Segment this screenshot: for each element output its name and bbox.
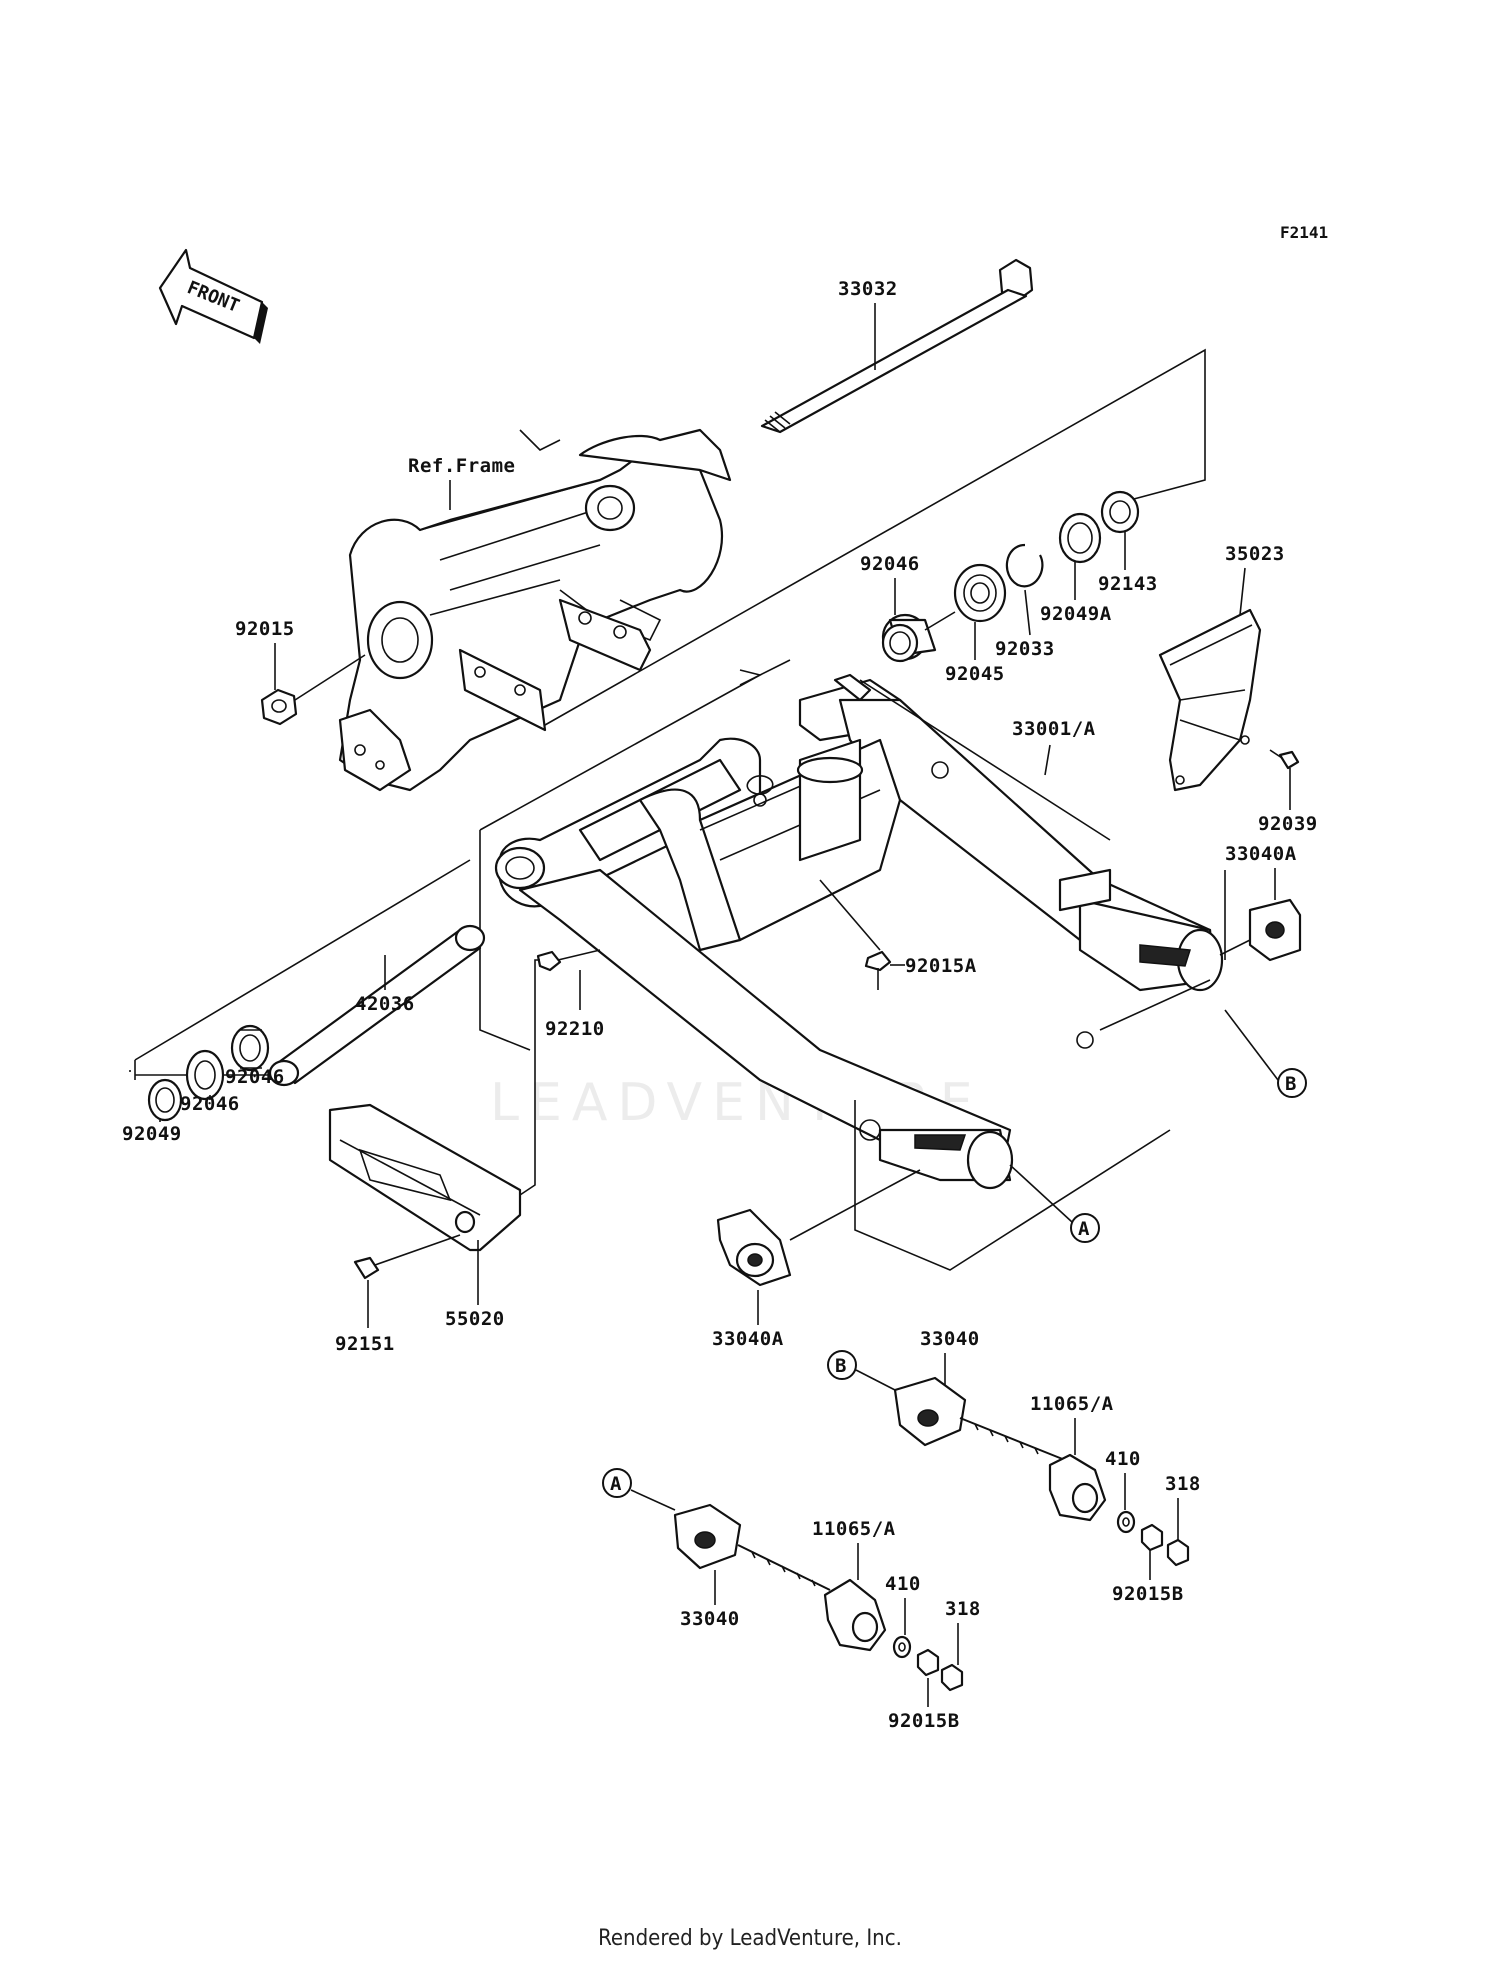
nut-icon xyxy=(940,1663,964,1692)
chain-adjuster-block xyxy=(673,1503,831,1591)
part-318-a: 318 xyxy=(945,1598,981,1620)
circlip-icon xyxy=(1005,543,1044,588)
washer-icon xyxy=(1116,1510,1136,1534)
part-92015b-b: 92015B xyxy=(1112,1583,1184,1605)
chain-adjuster xyxy=(1248,898,1302,962)
chain-guard-cover xyxy=(1158,608,1262,792)
bolt-icon xyxy=(864,950,892,990)
part-11065a-b: 11065/A xyxy=(1030,1393,1114,1415)
part-33040-a: 33040 xyxy=(680,1608,740,1630)
nut-icon xyxy=(260,688,298,726)
part-33001a: 33001/A xyxy=(1012,718,1096,740)
part-92046-mid: 92046 xyxy=(225,1066,285,1088)
figure-code: F2141 xyxy=(1280,223,1328,242)
callout-a: A xyxy=(602,1468,632,1498)
chain-adjuster-block xyxy=(893,1376,1066,1461)
part-55020: 55020 xyxy=(445,1308,505,1330)
nut-icon xyxy=(1140,1523,1164,1552)
part-33040a-bottom: 33040A xyxy=(712,1328,784,1350)
svg-text:A: A xyxy=(1078,1218,1090,1240)
bolt-icon xyxy=(1269,749,1300,770)
part-410-b: 410 xyxy=(1105,1448,1141,1470)
seal-icon xyxy=(147,1078,183,1122)
needle-bearing-icon xyxy=(881,613,937,663)
part-92015b-a: 92015B xyxy=(888,1710,960,1732)
svg-text:B: B xyxy=(1285,1073,1297,1095)
part-33040-b: 33040 xyxy=(920,1328,980,1350)
chain-adjuster xyxy=(716,1208,792,1287)
collar-icon xyxy=(1100,490,1140,534)
front-arrow-icon: FRONT xyxy=(158,248,268,344)
washer-icon xyxy=(892,1635,912,1659)
callout-a: A xyxy=(1070,1213,1100,1243)
part-92033: 92033 xyxy=(995,638,1055,660)
svg-text:B: B xyxy=(835,1355,847,1377)
adjuster-end-cap xyxy=(823,1578,887,1652)
part-33032: 33032 xyxy=(838,278,898,300)
nut-icon xyxy=(1166,1538,1190,1567)
chain-slider xyxy=(328,1103,522,1252)
adjuster-end-cap xyxy=(1048,1453,1107,1522)
part-33040a-right: 33040A xyxy=(1225,843,1297,865)
part-92143: 92143 xyxy=(1098,573,1158,595)
needle-bearing-icon xyxy=(185,1049,225,1101)
nut-icon xyxy=(916,1648,940,1677)
part-92045: 92045 xyxy=(945,663,1005,685)
ref-frame-label: Ref.Frame xyxy=(408,455,515,477)
part-42036: 42036 xyxy=(355,993,415,1015)
part-92151: 92151 xyxy=(335,1333,395,1355)
screw-icon xyxy=(536,949,601,972)
part-92015a: 92015A xyxy=(905,955,977,977)
pivot-sleeve xyxy=(268,924,486,1087)
needle-bearing-icon xyxy=(230,1024,270,1072)
part-318-b: 318 xyxy=(1165,1473,1201,1495)
ref-frame-drawing xyxy=(338,428,732,792)
svg-text:A: A xyxy=(610,1473,622,1495)
footer-credit: Rendered by LeadVenture, Inc. xyxy=(598,1926,902,1951)
part-92015: 92015 xyxy=(235,618,295,640)
part-35023: 35023 xyxy=(1225,543,1285,565)
part-92049a: 92049A xyxy=(1040,603,1112,625)
part-11065a-a: 11065/A xyxy=(812,1518,896,1540)
callout-b: B xyxy=(1277,1068,1307,1098)
part-92049: 92049 xyxy=(122,1123,182,1145)
pivot-shaft xyxy=(760,258,1034,434)
seal-icon xyxy=(1058,512,1102,564)
callout-b: B xyxy=(827,1350,857,1380)
part-92046-low: 92046 xyxy=(180,1093,240,1115)
screw-icon xyxy=(353,1234,461,1280)
swingarm xyxy=(494,673,1224,1190)
ball-bearing-icon xyxy=(953,563,1007,623)
part-92210: 92210 xyxy=(545,1018,605,1040)
part-92046-top: 92046 xyxy=(860,553,920,575)
part-410-a: 410 xyxy=(885,1573,921,1595)
part-92039: 92039 xyxy=(1258,813,1318,835)
